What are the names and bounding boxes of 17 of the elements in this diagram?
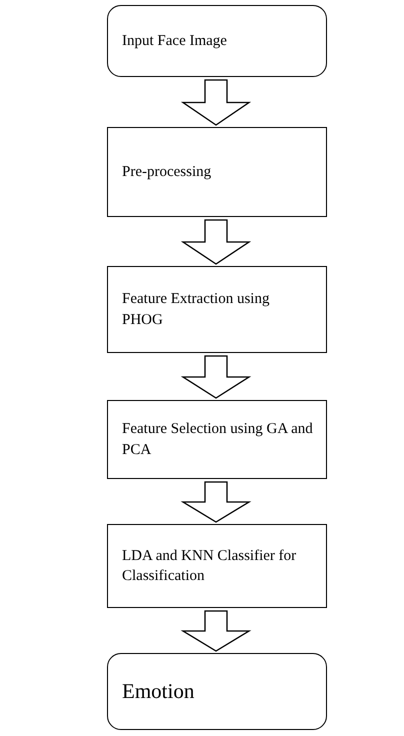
node-text: Feature Selection using GA and PCA bbox=[122, 420, 314, 460]
process-box bbox=[107, 266, 327, 353]
block-arrow bbox=[180, 219, 252, 265]
process-box bbox=[107, 524, 327, 608]
node-text: Pre-processing bbox=[122, 162, 212, 182]
block-arrow bbox=[180, 79, 252, 126]
node-text: Feature Extraction using PHOG bbox=[122, 290, 270, 330]
block-arrow bbox=[180, 481, 252, 523]
node-text: Input Face Image bbox=[122, 32, 227, 51]
terminal-box bbox=[107, 5, 327, 77]
node-text: LDA and KNN Classifier for Classification bbox=[122, 546, 298, 586]
block-arrow bbox=[180, 610, 252, 652]
block-arrow bbox=[180, 355, 252, 399]
process-box bbox=[107, 127, 327, 217]
process-box bbox=[107, 400, 327, 479]
terminal-box bbox=[107, 653, 327, 730]
node-text: Emotion bbox=[122, 678, 194, 706]
